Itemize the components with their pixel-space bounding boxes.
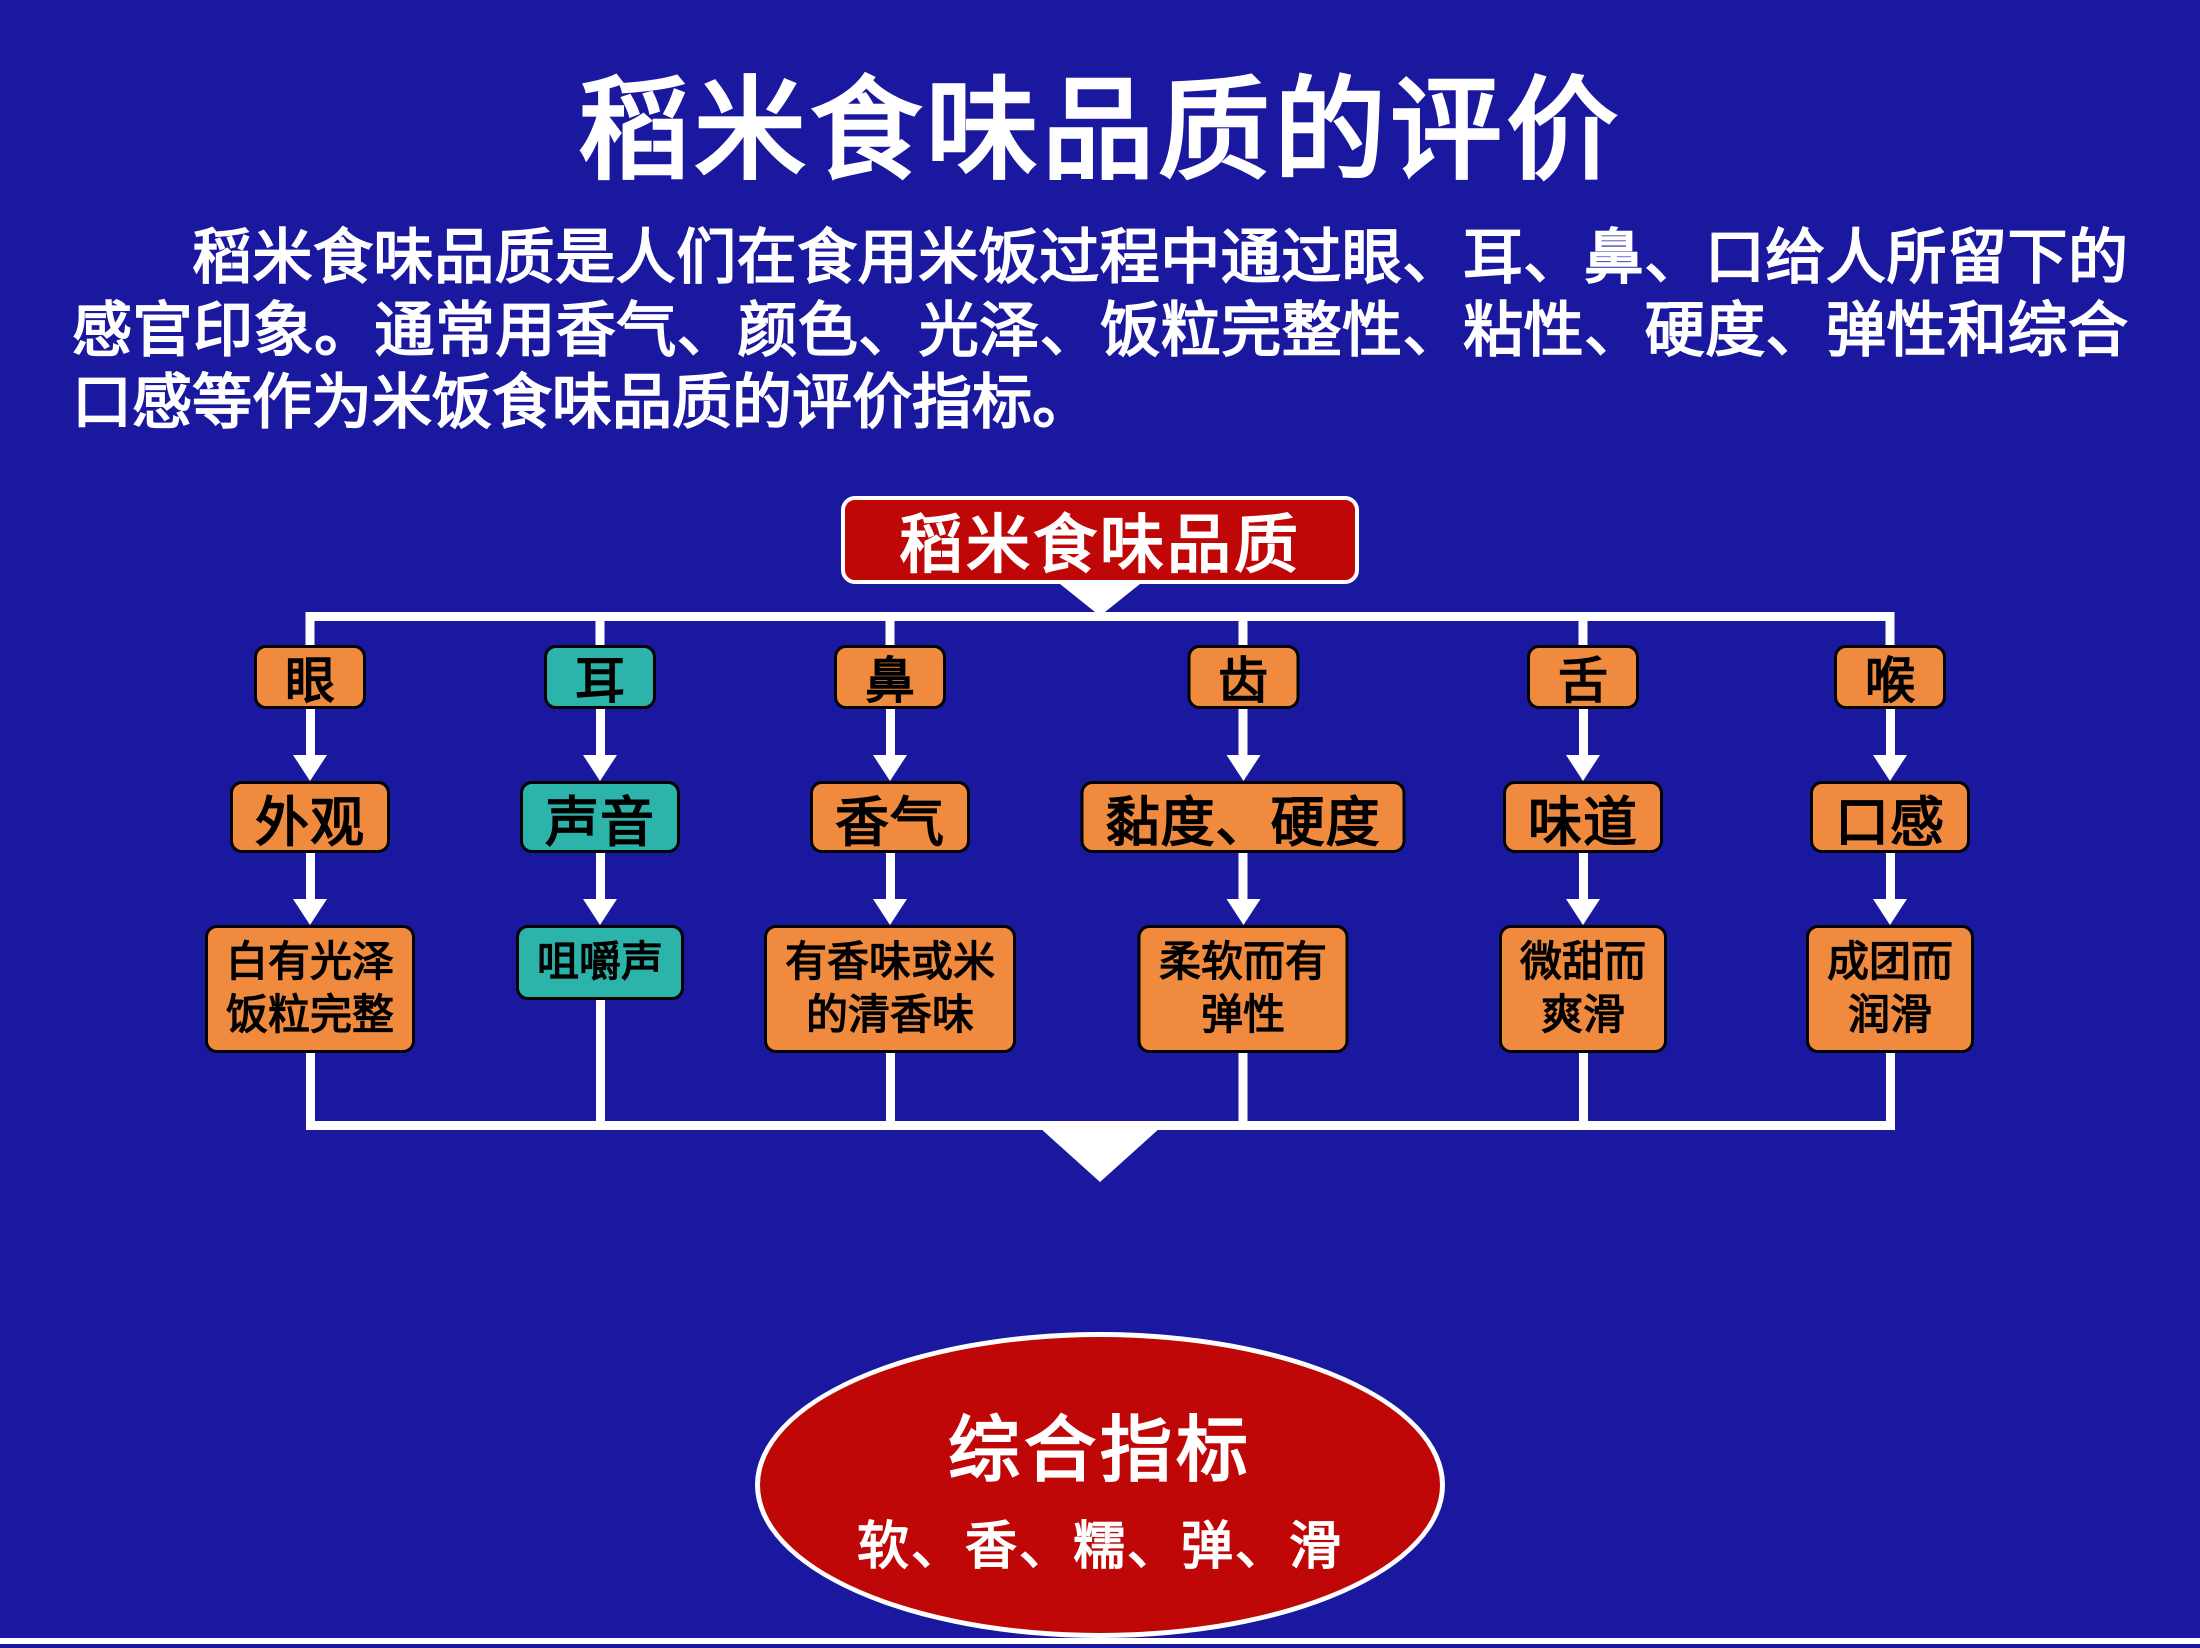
description-box: 白有光泽 饭粒完整 <box>204 925 416 1053</box>
organ-label: 耳 <box>574 653 625 709</box>
page-title: 稻米食味品质的评价 <box>578 68 1622 193</box>
down-arrow-icon <box>1872 853 1907 925</box>
attribute-label: 味道 <box>1527 792 1638 853</box>
description-label: 成团而 润滑 <box>1826 938 1954 1038</box>
description-label: 柔软而有 弹性 <box>1158 938 1327 1038</box>
column-eye: 眼 外观 白有光泽 饭粒完整 <box>204 645 416 1130</box>
attribute-label: 外观 <box>254 792 365 853</box>
description-box: 成团而 润滑 <box>1805 925 1975 1053</box>
slide-bottom-edge <box>0 1638 2200 1644</box>
intro-paragraph: 稻米食味品质是人们在食用米饭过程中通过眼、耳、鼻、口给人所留下的感官印象。通常用… <box>72 224 2128 437</box>
connector-stub <box>305 612 315 650</box>
summary-subtitle: 软、香、糯、弹、滑 <box>856 1518 1343 1576</box>
connector-stub <box>305 1052 315 1130</box>
organ-label: 齿 <box>1218 653 1268 709</box>
attribute-box: 黏度、硬度 <box>1080 781 1406 853</box>
description-label: 白有光泽 饭粒完整 <box>225 938 395 1038</box>
attribute-box: 声音 <box>519 781 680 853</box>
organ-label: 鼻 <box>864 653 915 709</box>
connector-bus-top <box>310 612 1890 621</box>
down-arrow-icon <box>292 709 327 781</box>
attribute-box: 味道 <box>1502 781 1663 853</box>
organ-label: 喉 <box>1864 653 1915 709</box>
root-node: 稻米食味品质 <box>841 496 1359 584</box>
summary-ellipse: 综合指标 软、香、糯、弹、滑 <box>755 1332 1445 1638</box>
down-arrow-icon <box>872 709 907 781</box>
down-arrow-icon <box>582 709 617 781</box>
attribute-label: 黏度、硬度 <box>1105 792 1381 853</box>
organ-box: 耳 <box>543 645 656 709</box>
connector-stub <box>885 612 895 650</box>
organ-label: 舌 <box>1557 653 1608 709</box>
summary-title: 综合指标 <box>947 1411 1252 1491</box>
down-arrow-icon <box>1872 709 1907 781</box>
connector-stub <box>1238 1052 1248 1130</box>
attribute-label: 香气 <box>834 792 945 853</box>
organ-label: 眼 <box>284 653 335 709</box>
merge-arrow-icon <box>1040 1128 1160 1182</box>
description-label: 微甜而 爽滑 <box>1519 938 1647 1038</box>
root-connector-wedge-icon <box>1060 584 1140 616</box>
connector-stub <box>1238 612 1248 650</box>
down-arrow-icon <box>872 853 907 925</box>
column-throat: 喉 口感 成团而 润滑 <box>1805 645 1975 1130</box>
attribute-label: 口感 <box>1834 792 1945 853</box>
down-arrow-icon <box>1565 853 1600 925</box>
organ-box: 齿 <box>1187 645 1299 709</box>
column-nose: 鼻 香气 有香味或米 的清香味 <box>763 645 1017 1130</box>
attribute-label: 声音 <box>544 792 655 853</box>
column-teeth: 齿 黏度、硬度 柔软而有 弹性 <box>1080 645 1406 1130</box>
description-box: 微甜而 爽滑 <box>1498 925 1668 1053</box>
connector-stub <box>595 612 605 650</box>
organ-box: 鼻 <box>833 645 946 709</box>
column-ear: 耳 声音 咀嚼声 <box>515 645 685 1130</box>
description-label: 有香味或米 的清香味 <box>784 938 996 1038</box>
down-arrow-icon <box>582 853 617 925</box>
attribute-box: 香气 <box>809 781 970 853</box>
connector-stub <box>1578 612 1588 650</box>
down-arrow-icon <box>1226 709 1260 781</box>
organ-box: 舌 <box>1526 645 1639 709</box>
attribute-box: 外观 <box>229 781 390 853</box>
column-tongue: 舌 味道 微甜而 爽滑 <box>1498 645 1668 1130</box>
down-arrow-icon <box>1226 853 1260 925</box>
description-box: 柔软而有 弹性 <box>1137 925 1348 1053</box>
connector-stub <box>885 1052 895 1130</box>
organ-box: 眼 <box>253 645 366 709</box>
connector-stub <box>1885 1052 1895 1130</box>
connector-stub <box>1885 612 1895 650</box>
down-arrow-icon <box>292 853 327 925</box>
organ-box: 喉 <box>1833 645 1946 709</box>
connector-stub <box>1578 1052 1588 1130</box>
description-box: 咀嚼声 <box>515 925 685 1000</box>
connector-bus-bottom <box>310 1121 1890 1130</box>
description-label: 咀嚼声 <box>536 938 664 985</box>
connector-stub <box>595 999 605 1130</box>
attribute-box: 口感 <box>1809 781 1970 853</box>
down-arrow-icon <box>1565 709 1600 781</box>
description-box: 有香味或米 的清香味 <box>763 925 1017 1053</box>
